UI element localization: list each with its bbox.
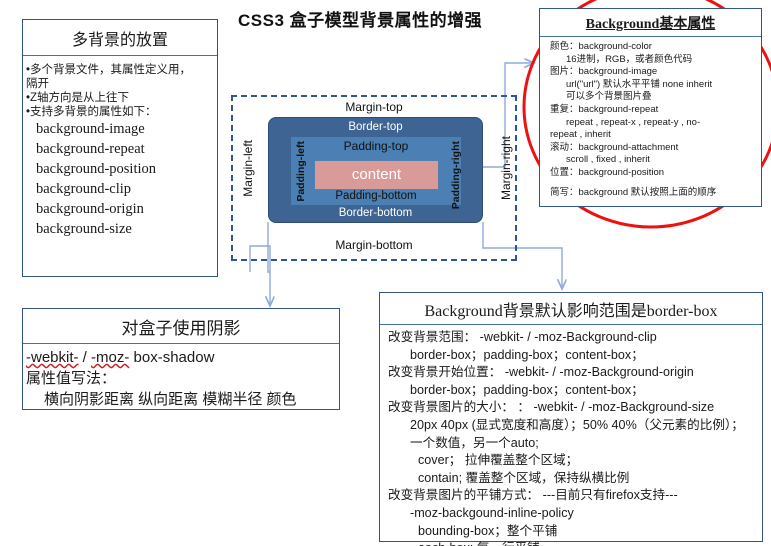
- bg-basic-line: 重复：background-repeat: [550, 103, 659, 115]
- box-model-content-area: content: [314, 160, 439, 190]
- property-item: background-repeat: [36, 141, 145, 157]
- box-model-label-padding-top: Padding-top: [343, 139, 409, 153]
- box-model-label-padding-right: Padding-right: [450, 141, 462, 210]
- bullet-line: 隔开: [26, 78, 49, 90]
- panel-box-shadow: 对盒子使用阴影 -webkit- / -moz- box-shadow 属性值写…: [22, 308, 340, 410]
- panel-multi-background-body: •多个背景文件，其属性定义用， 隔开 •Z轴方向是从上往下 •支持多背景的属性如…: [23, 56, 217, 239]
- bg-basic-line: repeat , inherit: [550, 129, 611, 141]
- box-shadow-property: box-shadow: [129, 349, 215, 366]
- border-box-line: each-box; 每一行平铺: [388, 540, 759, 546]
- bg-basic-line: 图片：background-image: [550, 66, 658, 78]
- bg-basic-line: 简写：background 默认按照上面的顺序: [550, 186, 717, 198]
- box-shadow-value-detail: 横向阴影距离 纵向距离 模糊半径 颜色: [44, 391, 297, 408]
- panel-multi-background: 多背景的放置 •多个背景文件，其属性定义用， 隔开 •Z轴方向是从上往下 •支持…: [22, 19, 218, 277]
- bg-basic-line: repeat , repeat-x , repeat-y , no-: [566, 116, 701, 128]
- panel-border-box-body: 改变背景范围： -webkit- / -moz-Background-clip …: [380, 325, 762, 546]
- property-item: background-size: [36, 221, 132, 237]
- panel-border-box: Background背景默认影响范围是border-box 改变背景范围： -w…: [379, 292, 763, 546]
- property-item: background-image: [36, 121, 145, 137]
- border-box-line: 改变背景范围： -webkit- / -moz-Background-clip: [388, 330, 657, 344]
- page-title: CSS3 盒子模型背景属性的增强: [238, 11, 483, 30]
- box-model-label-padding-left: Padding-left: [295, 141, 307, 202]
- border-box-line: border-box；padding-box；content-box；: [410, 382, 644, 397]
- box-model-label-margin-top: Margin-top: [345, 100, 403, 114]
- border-box-line: 改变背景开始位置： -webkit- / -moz-Background-ori…: [388, 365, 694, 380]
- border-box-line: bounding-box；整个平铺: [418, 523, 558, 538]
- border-box-line: 改变背景图片的大小： ： -webkit- / -moz-Background-…: [388, 400, 715, 415]
- border-box-line: cover； 拉伸覆盖整个区域；: [418, 453, 579, 468]
- bg-basic-line: scroll , fixed , inherit: [566, 154, 650, 166]
- bg-basic-line: 16进制，RGB，或者颜色代码: [566, 53, 693, 65]
- moz-prefix: -moz-: [91, 349, 130, 366]
- bg-basic-line: url("url") 默认水平平铺 none inherit: [566, 78, 713, 90]
- box-model-label-border-top: Border-top: [348, 121, 403, 133]
- panel-box-shadow-title: 对盒子使用阴影: [23, 309, 339, 344]
- panel-box-shadow-body: -webkit- / -moz- box-shadow 属性值写法： 横向阴影距…: [23, 344, 339, 410]
- panel-multi-background-title: 多背景的放置: [23, 20, 217, 56]
- border-box-line: 改变背景图片的平铺方式： ---目前只有firefox支持---: [388, 488, 678, 503]
- panel-background-basic-title: Background基本属性: [540, 9, 761, 37]
- spacer: [550, 180, 757, 187]
- webkit-prefix: -webkit-: [26, 349, 79, 366]
- bg-basic-line: 滚动：background-attachment: [550, 141, 679, 153]
- panel-background-basic: Background基本属性 颜色：background-color 16进制，…: [539, 8, 762, 207]
- box-model-label-border-bottom: Border-bottom: [338, 207, 413, 219]
- box-model-label-margin-right: Margin-right: [499, 136, 513, 201]
- property-item: background-origin: [36, 201, 144, 217]
- box-shadow-value-label: 属性值写法：: [26, 370, 117, 387]
- property-item: background-position: [36, 161, 157, 177]
- bullet-line: •支持多背景的属性如下：: [26, 106, 157, 118]
- box-model-label-margin-bottom: Margin-bottom: [335, 238, 413, 252]
- bg-basic-line: 可以多个背景图片叠: [566, 91, 652, 103]
- box-model-label-margin-left: Margin-left: [241, 140, 255, 197]
- border-box-line: 一个数值，另一个auto;: [410, 435, 539, 450]
- border-box-line: contain; 覆盖整个区域，保持纵横比例: [418, 470, 630, 485]
- box-shadow-syntax-line: -webkit- / -moz- box-shadow: [26, 347, 335, 368]
- border-box-line: 20px 40px (显式宽度和高度）；50% 40%（父元素的比例）；: [410, 417, 744, 432]
- border-box-line: border-box；padding-box；content-box；: [410, 347, 644, 362]
- bullet-line: •Z轴方向是从上往下: [26, 92, 130, 104]
- panel-background-basic-body: 颜色：background-color 16进制，RGB，或者颜色代码 图片：b…: [540, 37, 761, 199]
- bg-basic-line: 位置：background-position: [550, 166, 665, 178]
- prefix-separator: /: [78, 349, 92, 366]
- bullet-line: •多个背景文件，其属性定义用，: [26, 64, 192, 76]
- border-box-line: -moz-backgound-inline-policy: [410, 505, 574, 520]
- box-model-margin-area: [231, 95, 517, 261]
- bg-basic-line: 颜色：background-color: [550, 41, 652, 52]
- panel-border-box-title: Background背景默认影响范围是border-box: [380, 293, 762, 325]
- box-model-label-padding-bottom: Padding-bottom: [335, 190, 417, 202]
- property-item: background-clip: [36, 181, 132, 197]
